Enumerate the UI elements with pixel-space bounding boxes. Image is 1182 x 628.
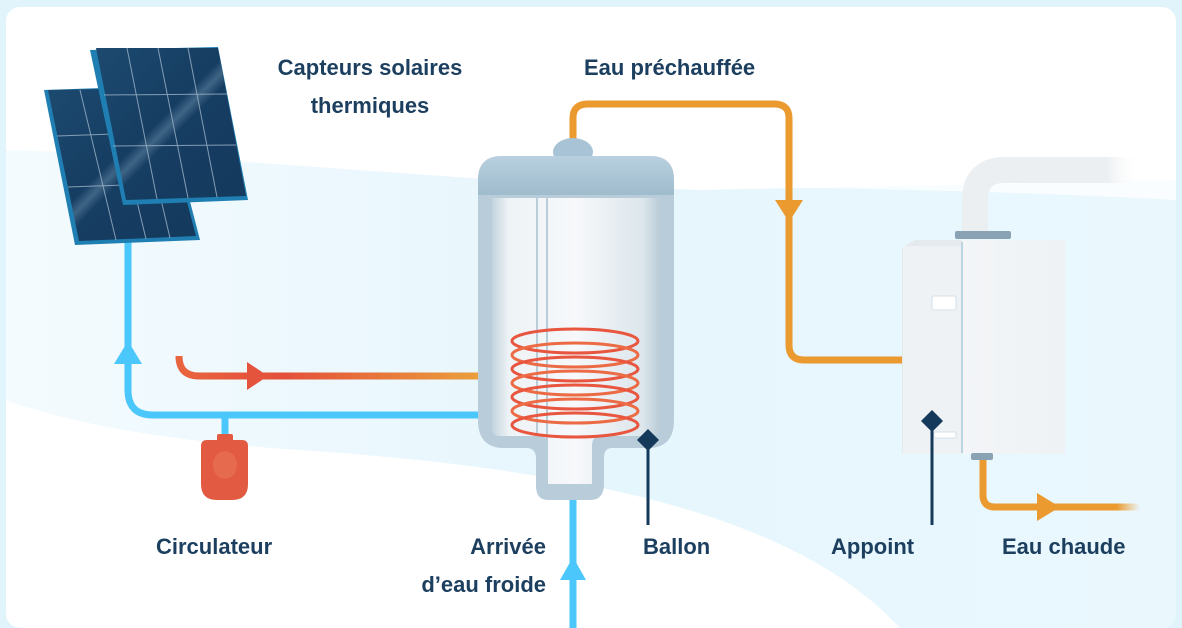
collectors-label-line1: Capteurs solaires	[277, 55, 463, 80]
tank-pointer	[637, 429, 659, 525]
tank-label: Ballon	[643, 534, 711, 559]
heat-exchanger-coil-icon	[510, 327, 640, 439]
cold-inlet-label-line1: Arrivée	[470, 534, 546, 559]
cold-inlet-label: Arrivée d’eau froide	[366, 528, 546, 604]
boiler-flue-icon	[962, 157, 1140, 235]
collectors-label: Capteurs solaires thermiques	[252, 49, 488, 125]
preheated-arrow-down-icon	[775, 200, 803, 222]
hot-water-arrow-right-icon	[1037, 493, 1060, 521]
hot-water-pipe	[979, 458, 1140, 511]
circulator-pump-icon	[201, 434, 248, 500]
boiler-icon	[902, 231, 1065, 460]
solar-water-heater-diagram	[6, 7, 1176, 628]
hot-arrow-right-icon	[247, 362, 268, 390]
hot-water-label: Eau chaude	[1002, 534, 1126, 559]
diagram-card: Capteurs solaires thermiques Eau préchau…	[6, 7, 1176, 628]
backup-label: Appoint	[831, 534, 915, 559]
cold-return-pipe	[124, 240, 480, 419]
cold-inlet-arrow-up-icon	[560, 557, 586, 580]
cold-inlet-label-line2: d’eau froide	[421, 572, 546, 597]
hot-supply-pipe	[175, 355, 480, 380]
preheated-water-label: Eau préchauffée	[584, 55, 756, 80]
collectors-label-line2: thermiques	[310, 93, 430, 118]
cold-arrow-up-icon	[114, 341, 142, 364]
circulator-label: Circulateur	[156, 534, 273, 559]
preheated-pipe	[569, 100, 905, 364]
boiler-pointer	[921, 410, 943, 525]
solar-panel-front-icon	[90, 47, 248, 205]
